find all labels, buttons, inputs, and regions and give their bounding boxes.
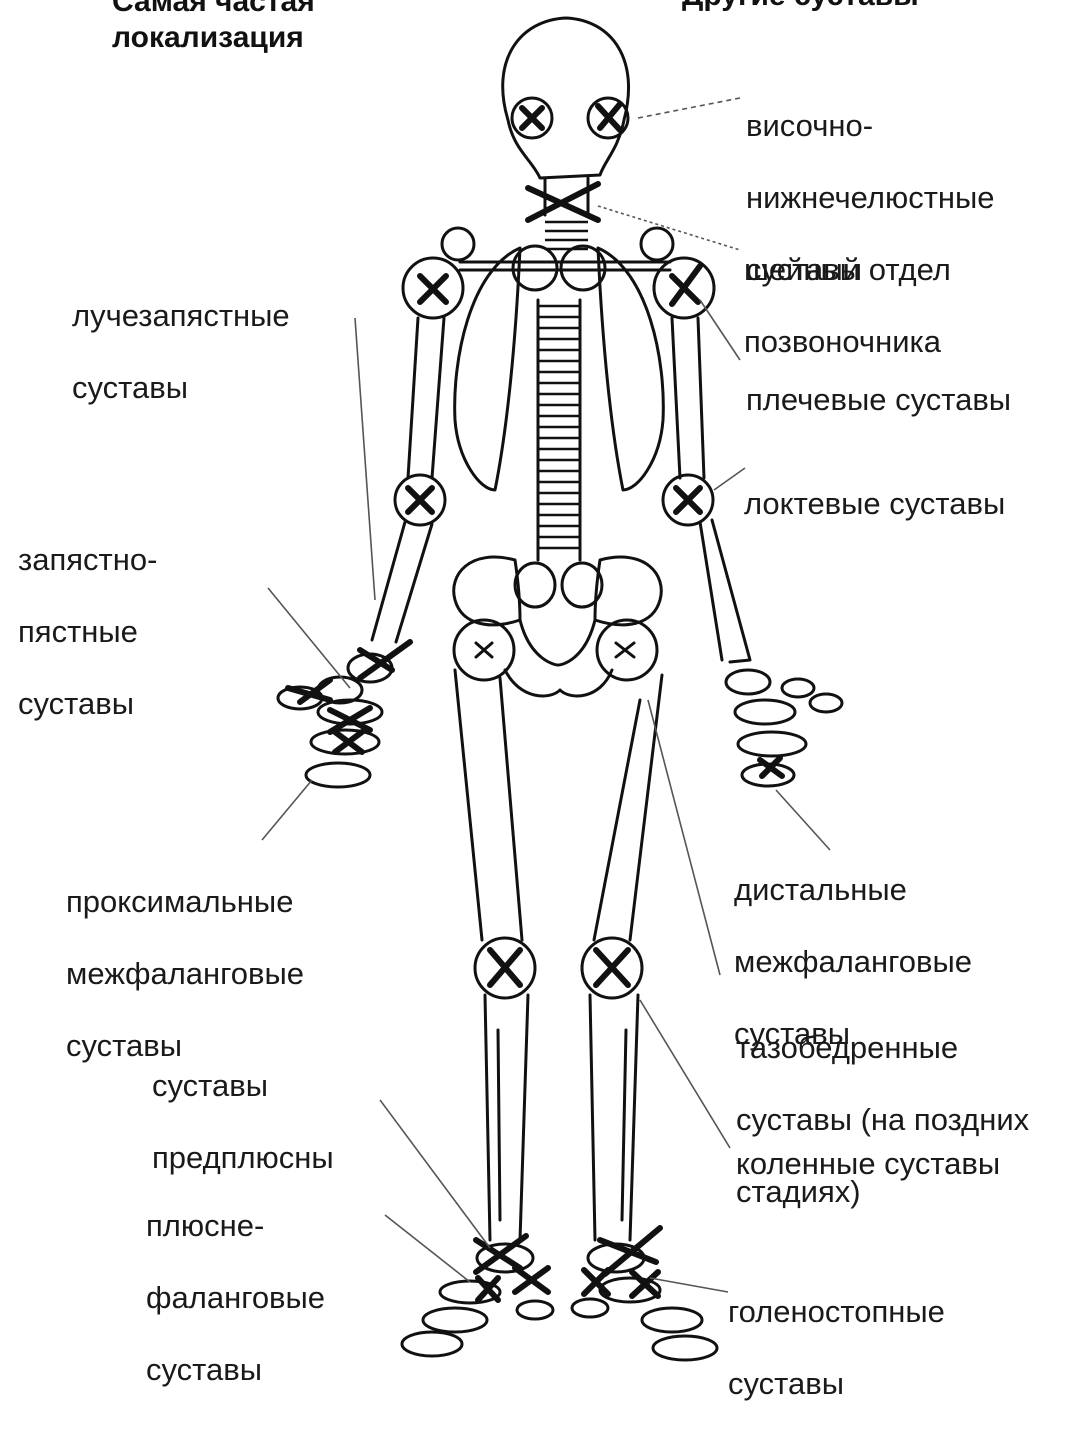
label-line: суставы xyxy=(18,686,157,722)
header-most-common: Самая частая локализация xyxy=(112,0,315,56)
label-line: плюсне- xyxy=(146,1208,325,1244)
label-line: голеностопные xyxy=(728,1294,945,1330)
label-line: суставы xyxy=(72,370,290,406)
label-line: запястно- xyxy=(18,542,157,578)
header-line-1: Самая частая xyxy=(112,0,315,20)
right-foot xyxy=(572,1244,717,1360)
label-line: височно- xyxy=(746,108,995,144)
label-line: лучезапястные xyxy=(72,298,290,334)
label-line: предплюсны xyxy=(152,1140,334,1176)
label-line: межфаланговые xyxy=(66,956,304,992)
label-line: нижнечелюстные xyxy=(746,180,995,216)
label-wrist: лучезапястные суставы xyxy=(72,262,290,442)
label-knee: коленные суставы xyxy=(736,1110,1000,1218)
label-line: дистальные xyxy=(734,872,972,908)
header-other-joints: Другие суставы xyxy=(682,0,919,14)
label-line: проксимальные xyxy=(66,884,304,920)
label-line: локтевые суставы xyxy=(744,486,1005,522)
label-elbow: локтевые суставы xyxy=(744,450,1005,558)
ribcage xyxy=(455,248,520,490)
label-line: пястные xyxy=(18,614,157,650)
label-carpometacarpal: запястно- пястные суставы xyxy=(18,506,157,758)
label-line: суставы xyxy=(728,1366,945,1402)
label-line: суставы xyxy=(152,1068,334,1104)
label-line: тазобедренные xyxy=(736,1030,1029,1066)
pelvis xyxy=(454,557,520,625)
label-line: межфаланговые xyxy=(734,944,972,980)
label-line: плечевые суставы xyxy=(746,382,1011,418)
header-line-2: локализация xyxy=(112,20,315,56)
right-hand xyxy=(726,670,842,786)
label-shoulder: плечевые суставы xyxy=(746,346,1011,454)
left-hand xyxy=(278,654,392,787)
label-line: шейный отдел xyxy=(744,252,951,288)
label-line: коленные суставы xyxy=(736,1146,1000,1182)
label-metatarsophalangeal: плюсне- фаланговые суставы xyxy=(146,1172,325,1424)
label-line: фаланговые xyxy=(146,1280,325,1316)
header-other-text: Другие суставы xyxy=(682,0,919,14)
label-line: суставы xyxy=(146,1352,325,1388)
label-ankle: голеностопные суставы xyxy=(728,1258,945,1438)
